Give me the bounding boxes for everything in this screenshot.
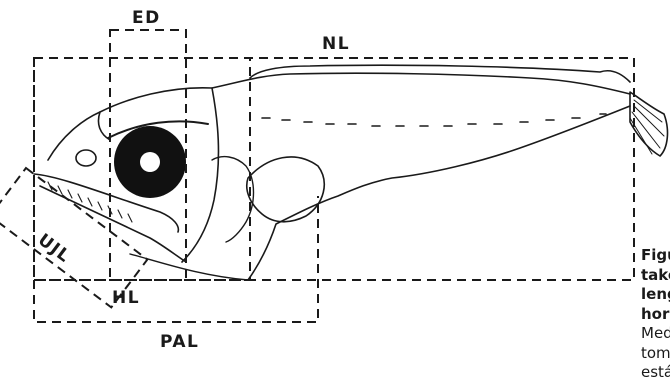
larval-fish-measurement-diagram xyxy=(0,0,670,360)
pectoral-fin xyxy=(247,157,324,222)
ujl-bracket-box xyxy=(0,168,147,307)
caption-line: leng xyxy=(641,285,670,305)
caption-line: Figur xyxy=(641,246,670,266)
caption-line: take xyxy=(641,266,670,286)
lateral-line xyxy=(262,114,606,126)
caption-line: horiz xyxy=(641,305,670,325)
eye-pupil xyxy=(140,152,160,172)
fish-ventral-outline xyxy=(248,106,630,280)
pal-bracket xyxy=(34,196,318,322)
figure-caption: Figur take leng horiz Med toma está xyxy=(641,246,670,383)
label-pal: PAL xyxy=(160,332,199,352)
label-nl: NL xyxy=(322,34,350,54)
nostril xyxy=(76,150,96,166)
caption-line: Med xyxy=(641,324,670,344)
caption-line: está xyxy=(641,363,670,383)
label-hl: HL xyxy=(112,288,140,308)
label-ed: ED xyxy=(132,8,161,28)
caption-line: toma xyxy=(641,344,670,364)
